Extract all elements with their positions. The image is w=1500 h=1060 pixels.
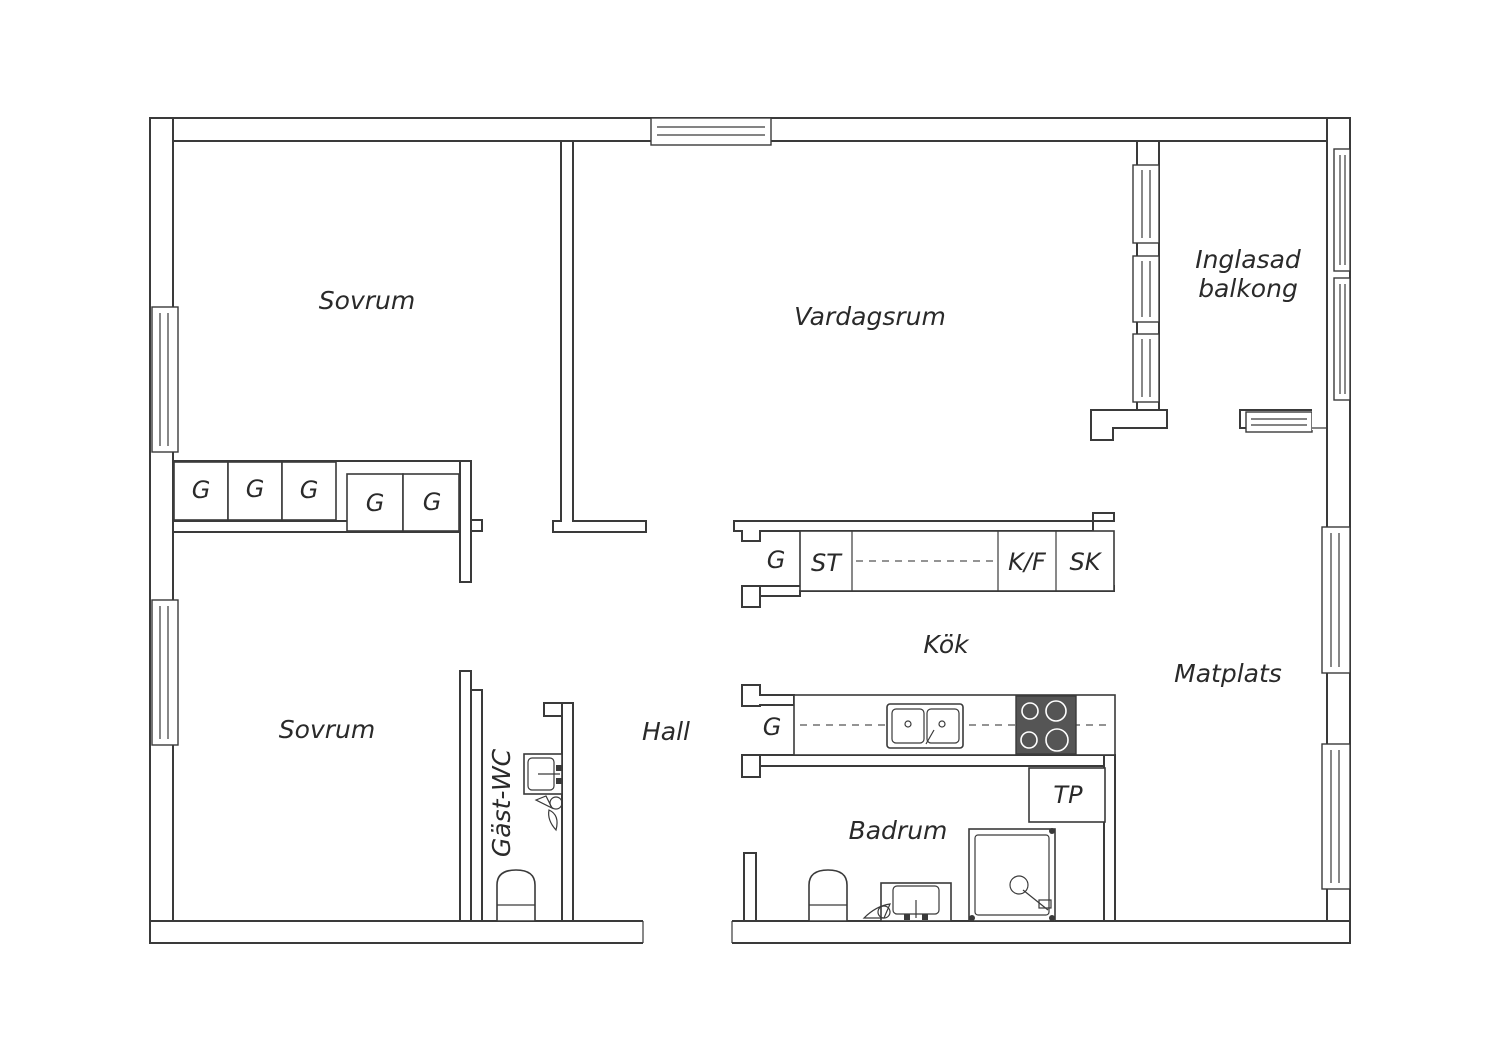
room-label-bedroom-bottom: Sovrum (279, 715, 375, 744)
kitchen-upper-counter: G ST K/F SK (767, 530, 1115, 592)
window-right-2 (1321, 743, 1351, 890)
room-label-hall: Hall (642, 717, 690, 746)
balcony-glazing (1090, 140, 1351, 441)
hob-icon (1015, 695, 1077, 755)
wardrobe-label: G (246, 475, 265, 503)
wardrobe-row-bedrooms: G G G G G (173, 461, 460, 532)
room-label-guest-wc: Gäst-WC (487, 748, 516, 857)
tall-cabinet-label: SK (1070, 548, 1103, 576)
windows (151, 117, 1351, 890)
washbasin-icon (862, 882, 952, 922)
room-label-bathroom: Badrum (849, 816, 948, 845)
stove-label: ST (811, 549, 843, 577)
washbasin-icon (523, 753, 563, 832)
room-label-balcony-line2: balkong (1198, 274, 1298, 303)
room-label-living: Vardagsrum (794, 302, 946, 331)
wardrobe-label: G (763, 713, 782, 741)
wardrobe-label: G (366, 489, 385, 517)
room-labels: Sovrum Sovrum Vardagsrum Inglasad balkon… (279, 245, 1301, 857)
kitchen-lower-counter: G (763, 694, 1116, 756)
window-right-1 (1321, 526, 1351, 674)
sink-icon (886, 703, 964, 749)
guest-wc-fixtures (496, 753, 563, 922)
window-left-top (151, 306, 179, 453)
room-label-balcony-line1: Inglasad (1195, 245, 1301, 274)
wardrobe-label: G (300, 476, 319, 504)
room-label-kitchen: Kök (923, 630, 970, 659)
toilet-icon (808, 869, 848, 922)
window-left-bottom (151, 599, 179, 746)
wardrobe-label: G (423, 488, 442, 516)
bathroom-fixtures: TP (808, 767, 1106, 922)
fridge-freezer-label: K/F (1008, 548, 1047, 576)
washer-label: TP (1053, 781, 1083, 809)
wardrobe-label: G (192, 476, 211, 504)
shower-icon (968, 828, 1056, 922)
wardrobe-label: G (767, 546, 786, 574)
toilet-icon (496, 869, 536, 922)
window-top (650, 117, 772, 146)
room-label-bedroom-top: Sovrum (319, 286, 415, 315)
room-label-dining: Matplats (1174, 659, 1282, 688)
